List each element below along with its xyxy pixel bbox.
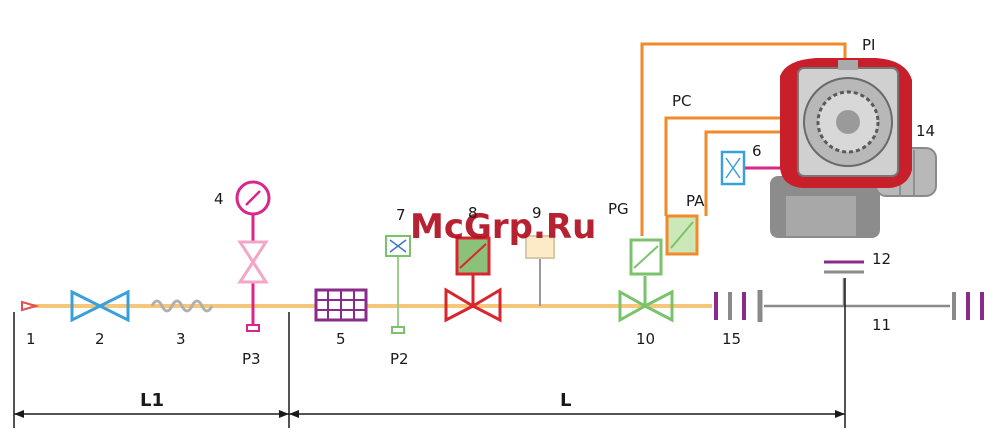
label-14: 14 (916, 122, 935, 140)
label-15: 15 (722, 330, 741, 348)
label-5: 5 (336, 330, 346, 348)
label-7: 7 (396, 206, 406, 224)
label-p2: P2 (390, 350, 409, 368)
label-pa: PA (686, 192, 705, 210)
dimension-l: L (560, 390, 571, 411)
burner-tube (764, 278, 982, 320)
label-11: 11 (872, 316, 891, 334)
label-2: 2 (95, 330, 105, 348)
dimension-l1: L1 (140, 390, 164, 411)
label-4: 4 (214, 190, 224, 208)
label-6: 6 (752, 142, 762, 160)
label-8: 8 (468, 204, 478, 222)
burner-unit (770, 58, 936, 238)
pressure-switch-7 (386, 236, 410, 333)
label-pc: PC (672, 92, 692, 110)
watermark: McGrp.Ru (410, 207, 596, 247)
label-1: 1 (26, 330, 36, 348)
flexible-joint (152, 301, 212, 311)
air-pressure-box (667, 216, 697, 254)
label-10: 10 (636, 330, 655, 348)
mounting-flange-12 (824, 262, 864, 272)
label-p3: P3 (242, 350, 261, 368)
flange-15 (716, 290, 760, 322)
label-9: 9 (532, 204, 542, 222)
inlet-fitting (22, 302, 36, 310)
label-pi: PI (862, 36, 875, 54)
label-pg: PG (608, 200, 629, 218)
dimension-lines (14, 278, 845, 428)
label-3: 3 (176, 330, 186, 348)
label-12: 12 (872, 250, 891, 268)
pressure-gauge-assembly (237, 182, 269, 331)
gas-filter (316, 290, 366, 320)
